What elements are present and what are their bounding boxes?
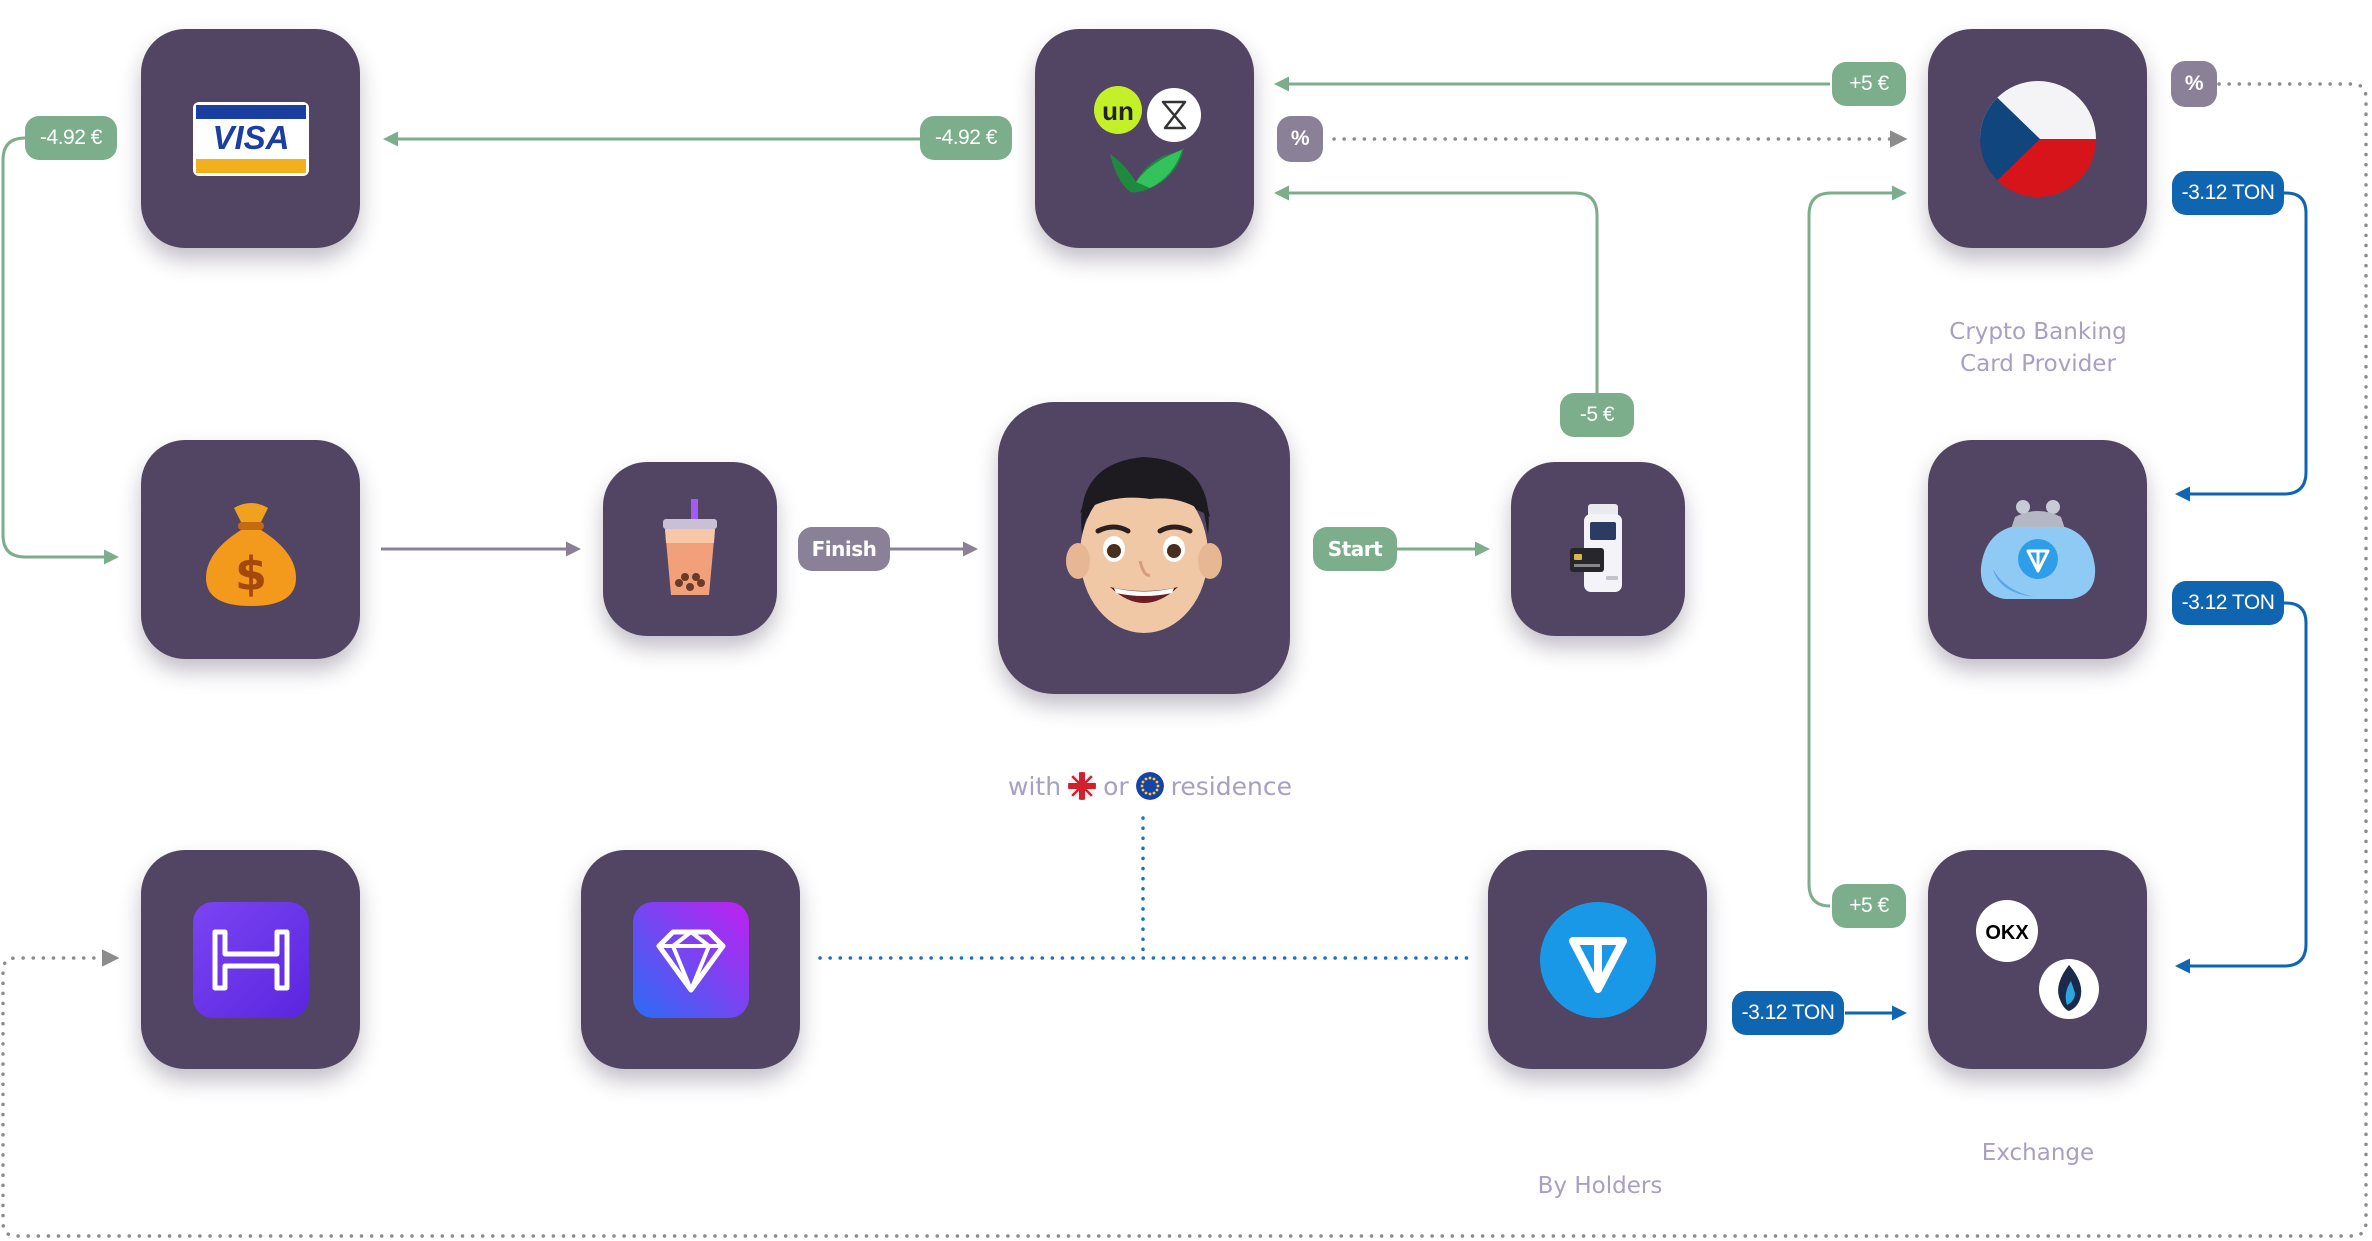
card-terminal-node[interactable] (1511, 462, 1685, 636)
memoji-avatar (1066, 457, 1222, 633)
exchange-caption: Exchange (1981, 1140, 2095, 1166)
holders-caption: By Holders (1537, 1173, 1663, 1199)
diamond-logo-icon (632, 901, 749, 1018)
residence-or-text: or (1103, 771, 1129, 801)
card-terminal-icon (1570, 504, 1622, 592)
arrow-terminal-to-processors (1274, 185, 1599, 406)
ton-badge-top: -3.12 TON (2172, 171, 2284, 215)
visa-wordmark: VISA (212, 119, 289, 156)
czech-flag-icon (1979, 80, 2096, 197)
uk-flag-icon (1068, 772, 1097, 800)
un-logo-icon (1093, 85, 1142, 134)
ton-logo-icon (1539, 901, 1656, 1018)
crypto-banking-node[interactable] (1928, 29, 2147, 248)
eu-flag-icon (1135, 772, 1164, 800)
svg-text:OKX: OKX (1985, 922, 2029, 944)
holders-node[interactable] (141, 850, 360, 1069)
money-bag-node[interactable]: $ (141, 440, 360, 659)
amount-badge-plus5-bottom: +5 € (1832, 884, 1906, 928)
holders-logo-icon (192, 901, 309, 1018)
visa-card-node[interactable]: VISA (141, 29, 360, 248)
ton-purse-icon (1980, 499, 2095, 599)
ton-coin-node[interactable] (1488, 850, 1707, 1069)
amount-badge-visa-right: -4.92 € (920, 116, 1012, 160)
tonkeeper-node[interactable] (581, 850, 800, 1069)
residence-word-text: residence (1170, 771, 1292, 801)
payment-processors-node[interactable]: un (1035, 29, 1254, 248)
arrow-wallet-to-exchange (2175, 601, 2308, 974)
residence-note: with or residence (1000, 766, 1300, 806)
start-label: Start (1313, 527, 1397, 571)
crypto-banking-caption-line1: Crypto Banking (1949, 319, 2127, 345)
user-node[interactable] (998, 402, 1290, 694)
amount-badge-minus5: -5 € (1560, 393, 1634, 437)
bubble-tea-node[interactable] (603, 462, 777, 636)
okx-logo-icon (1975, 899, 2038, 962)
finish-label: Finish (798, 527, 890, 571)
arrow-visa-to-moneybag (1, 136, 119, 565)
visa-card-icon: VISA (192, 101, 309, 176)
fee-badge-right: % (2171, 61, 2217, 107)
dotted-loop-to-holders (1, 82, 2368, 1238)
amount-badge-plus5-top: +5 € (1832, 62, 1906, 106)
arrow-czech-to-wallet (2175, 191, 2308, 502)
okx-and-huobi-logos: OKX (1975, 899, 2099, 1019)
crypto-banking-caption: Crypto Banking Card Provider (1888, 316, 2188, 380)
un-and-hourglass-and-wise-logos: un (1093, 85, 1201, 192)
money-bag-icon: $ (205, 502, 296, 606)
crypto-banking-caption-line2: Card Provider (1960, 351, 2116, 377)
exchange-node[interactable]: OKX (1928, 850, 2147, 1069)
bubble-tea-icon (663, 499, 717, 595)
residence-with-text: with (1008, 771, 1062, 801)
svg-text:$: $ (234, 547, 266, 601)
amount-badge-visa-left: -4.92 € (25, 116, 117, 160)
ton-wallet-node[interactable] (1928, 440, 2147, 659)
ton-badge-middle: -3.12 TON (2172, 581, 2284, 625)
svg-text:un: un (1102, 96, 1134, 126)
fee-badge-middle: % (1277, 116, 1323, 162)
ton-badge-bottom: -3.12 TON (1732, 991, 1844, 1035)
arrow-exchange-to-czech (1807, 185, 1907, 908)
